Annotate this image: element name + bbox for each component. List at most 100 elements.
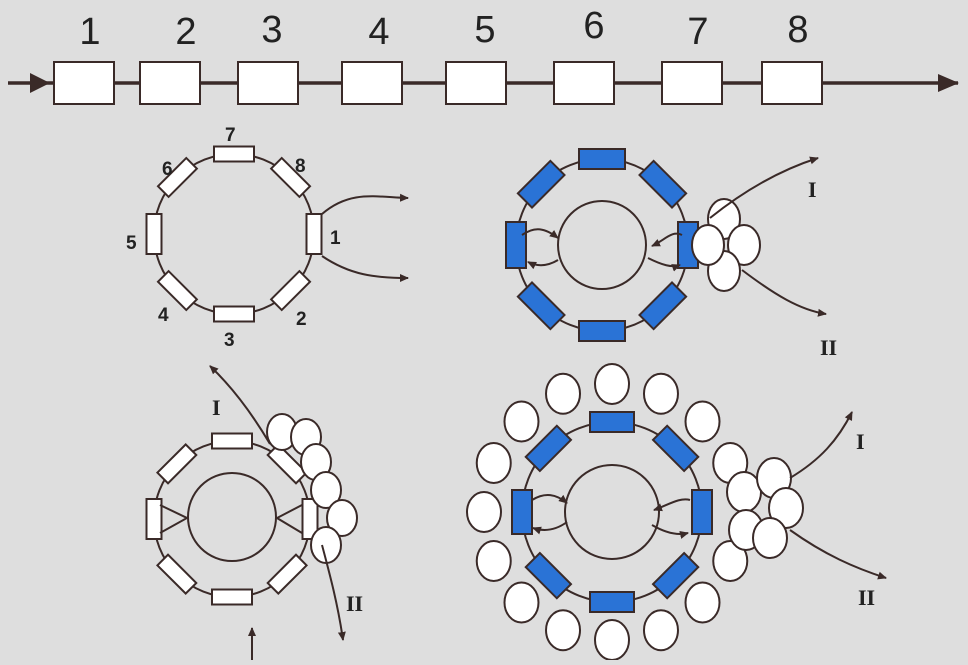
ring-2-bead-4 — [691, 224, 725, 266]
ring-4-segment-3 — [589, 591, 635, 613]
ring-3-wedge-left — [159, 504, 190, 534]
ring-1-segment-8 — [269, 156, 312, 199]
ring-3-label-I: I — [212, 395, 221, 420]
ring-2-segment-2 — [638, 281, 688, 331]
ring-4-label-II: II — [858, 585, 875, 610]
ring-4-bead-16 — [726, 471, 762, 513]
ring-1-label-5: 5 — [126, 233, 137, 254]
ring-3-outlet-II — [321, 544, 346, 641]
chain-label-3: 3 — [261, 9, 282, 51]
ring-1-label-1: 1 — [330, 228, 341, 249]
ring-1-segment-3 — [213, 305, 255, 323]
ring-1-segment-2 — [269, 269, 312, 312]
ring-2-segment-8 — [638, 159, 688, 209]
ring-3-segment-8 — [266, 442, 309, 485]
ring-3-segment-5 — [145, 498, 163, 540]
ring-2: I II — [505, 148, 837, 360]
chain-box-2 — [139, 61, 201, 105]
ring-2-inner-arrow-right-out — [647, 257, 681, 272]
ring-3-segment-3 — [211, 588, 253, 606]
ring-3-bead-5 — [326, 499, 358, 537]
ring-4-bead-14 — [684, 400, 721, 443]
ring-4-segment-7 — [589, 411, 635, 433]
ring-4-outlet-I — [789, 411, 853, 479]
ring-4-inner-arrow-right-out — [651, 524, 689, 539]
ring-4-bead-13 — [642, 372, 679, 415]
chain-box-6 — [553, 61, 615, 105]
ring-3-segment-1 — [301, 498, 319, 540]
ring-4-bead-20 — [752, 517, 788, 559]
ring-3-segment-6 — [155, 442, 198, 485]
ring-2-segment-7 — [578, 148, 626, 170]
ring-1-segment-4 — [156, 269, 199, 312]
ring-4-inner-arrow-left-out — [532, 521, 568, 535]
ring-1-segment-7 — [213, 145, 255, 163]
ring-2-outlet-II — [741, 269, 827, 317]
ring-4-inner-circle — [564, 464, 660, 560]
ring-4-bead-6 — [503, 581, 540, 624]
chain-box-5 — [445, 61, 507, 105]
ring-2-segment-3 — [578, 320, 626, 342]
chain-box-7 — [661, 61, 723, 105]
ring-4-inner-arrow-right — [653, 498, 691, 512]
ring-4-bead-12 — [594, 363, 630, 405]
ring-1-outlet-lower — [321, 255, 409, 282]
ring-2-segment-4 — [516, 281, 566, 331]
chain-label-6: 6 — [583, 5, 604, 47]
chain-box-1 — [53, 61, 115, 105]
ring-2-label-II: II — [820, 335, 837, 360]
ring-4: I II — [466, 363, 887, 661]
ring-1-segment-1 — [305, 213, 323, 255]
ring-1-label-6: 6 — [162, 159, 173, 180]
ring-2-segment-6 — [516, 159, 566, 209]
ring-4-bead-19 — [768, 487, 804, 529]
ring-4-bead-9 — [475, 442, 512, 485]
top-chain: 1 2 3 4 5 6 7 8 — [8, 5, 959, 105]
chain-label-1: 1 — [79, 11, 100, 53]
ring-4-inner-arrow-left — [531, 494, 568, 504]
ring-1-label-7: 7 — [225, 125, 236, 146]
ring-4-outlet-II — [789, 529, 887, 580]
ring-4-segment-1 — [691, 489, 713, 535]
ring-1: 1 2 3 4 5 6 7 8 — [126, 125, 409, 351]
ring-1-outlet-upper — [321, 193, 409, 215]
ring-4-bead-3 — [642, 609, 679, 652]
chain-box-4 — [341, 61, 403, 105]
ring-4-bead-4 — [594, 619, 630, 661]
chain-box-3 — [237, 61, 299, 105]
ring-2-inner-arrow-left — [521, 228, 559, 239]
ring-4-bead-11 — [545, 372, 582, 415]
ring-4-bead-7 — [475, 539, 512, 582]
ring-4-segment-6 — [524, 424, 573, 473]
ring-4-segment-5 — [511, 489, 533, 535]
ring-3-outlet-I — [209, 365, 271, 445]
ring-4-bead-8 — [466, 491, 502, 533]
ring-1-segment-6 — [156, 156, 199, 199]
ring-1-label-8: 8 — [295, 156, 306, 177]
ring-3-label-II: II — [346, 591, 363, 616]
ring-3-segment-4 — [155, 553, 198, 596]
chain-label-7: 7 — [687, 11, 708, 53]
ring-3-segment-2 — [266, 553, 309, 596]
ring-3-wedge-right — [274, 504, 303, 534]
ring-3-segment-7 — [211, 432, 253, 450]
ring-1-segment-5 — [145, 213, 163, 255]
ring-3: I II — [145, 365, 363, 660]
ring-4-bead-10 — [503, 400, 540, 443]
ring-1-label-4: 4 — [158, 305, 169, 326]
ring-4-bead-5 — [545, 609, 582, 652]
chain-label-8: 8 — [787, 9, 808, 51]
ring-2-segment-5 — [505, 221, 527, 269]
ring-3-inner-circle — [187, 472, 277, 562]
ring-4-bead-2 — [684, 581, 721, 624]
chain-label-4: 4 — [368, 11, 389, 53]
chain-box-8 — [761, 61, 823, 105]
ring-2-inner-circle — [557, 200, 647, 290]
ring-4-segment-2 — [651, 551, 700, 600]
ring-3-bead-4 — [310, 471, 342, 509]
ring-2-inner-arrow-left-out — [527, 259, 559, 270]
ring-4-segment-8 — [651, 424, 700, 473]
chain-start-arrow-icon — [30, 73, 50, 93]
ring-4-bead-1 — [712, 539, 749, 582]
